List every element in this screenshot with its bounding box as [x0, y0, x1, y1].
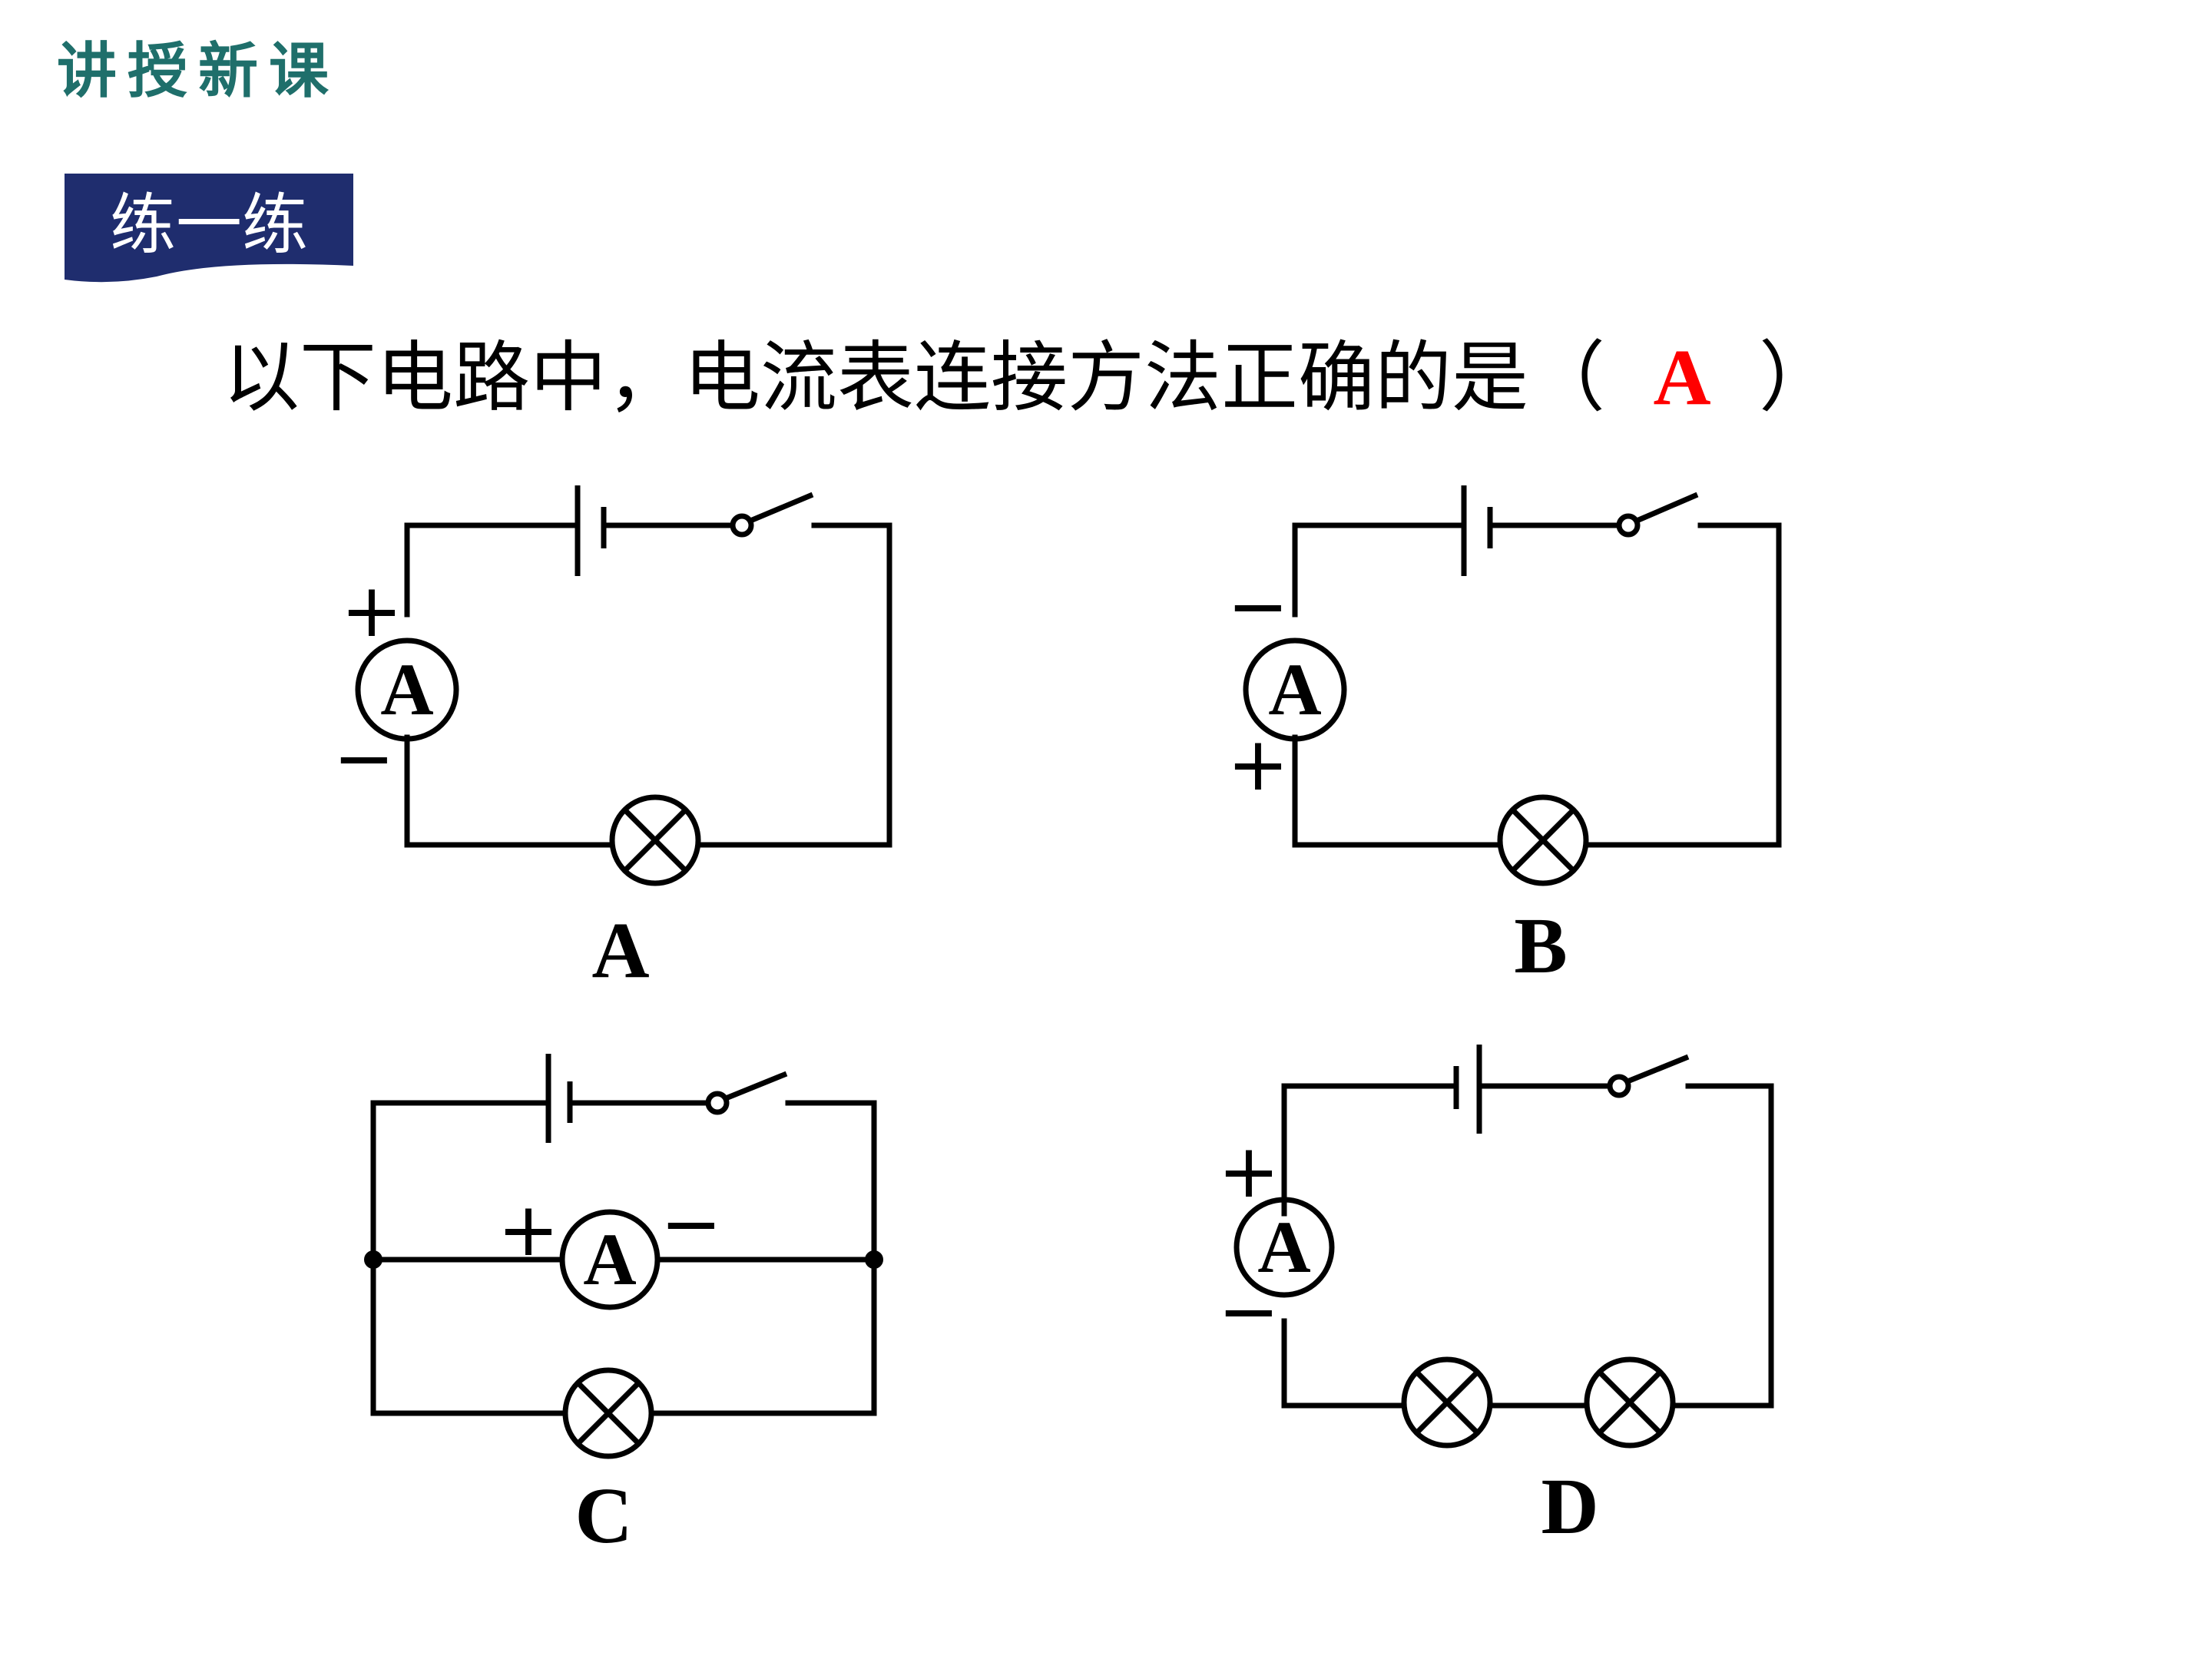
circuit-d-wire-top-left: [1281, 1083, 1459, 1217]
circuit-c-wire-top-left: [370, 1100, 551, 1263]
circuit-c-lamp-icon: [562, 1367, 654, 1459]
circuit-a-wire-right: [696, 522, 892, 848]
circuit-b-wire-top-left: [1292, 522, 1467, 618]
circuit-c-minus-label: −: [661, 1181, 722, 1267]
circuit-a-battery-icon: [575, 485, 607, 576]
circuit-a-label: A: [591, 906, 649, 995]
circuit-a-wire-left-bottom: [404, 734, 614, 848]
circuit-d-label: D: [1541, 1462, 1598, 1551]
circuit-d: A + − D: [1218, 1045, 1774, 1551]
circuit-b-ammeter-icon: A: [1243, 637, 1347, 742]
circuit-d-wire-left-bottom: [1281, 1318, 1407, 1409]
circuit-b-ammeter-letter: A: [1268, 648, 1321, 730]
question-text: 以下电路中，电流表连接方法正确的是（: [223, 333, 1605, 422]
circuit-c: A + − C: [364, 1054, 883, 1560]
circuit-b-lamp-icon: [1497, 794, 1589, 886]
circuit-d-plus-label: +: [1218, 1128, 1280, 1214]
circuit-b-wire-left-bottom: [1292, 734, 1502, 848]
circuit-d-wire-right: [1671, 1083, 1774, 1409]
circuit-c-switch-icon: [705, 1071, 788, 1115]
circuit-a: A + − A: [333, 485, 892, 995]
circuit-c-wire-bottom-right: [648, 1257, 877, 1416]
circuit-b-battery-icon: [1461, 485, 1493, 576]
circuit-a-wire-top-left: [404, 522, 579, 618]
section-title: 讲授新课: [57, 36, 340, 106]
circuit-a-lamp-icon: [609, 794, 701, 886]
circuit-a-ammeter-icon: A: [355, 637, 459, 742]
circuit-d-ammeter-letter: A: [1257, 1206, 1310, 1288]
circuit-c-plus-label: +: [498, 1187, 559, 1273]
circuit-c-wire-bottom-left: [370, 1257, 568, 1416]
circuit-d-minus-label: −: [1218, 1268, 1280, 1354]
circuit-c-ammeter-letter: A: [583, 1218, 636, 1300]
circuit-d-lamp-left-icon: [1401, 1356, 1493, 1449]
question: 以下电路中，电流表连接方法正确的是（ A ）: [223, 315, 1836, 426]
circuit-a-ammeter-letter: A: [380, 648, 433, 730]
circuit-b-wire-right: [1584, 522, 1782, 848]
circuit-d-switch-icon: [1607, 1054, 1690, 1098]
circuit-c-ammeter-icon: A: [559, 1209, 661, 1310]
practice-label: 练一练: [110, 187, 308, 263]
circuit-c-wire-top-right: [785, 1100, 877, 1263]
circuit-c-junction-left: [364, 1250, 382, 1269]
circuit-d-battery-icon: [1453, 1045, 1482, 1134]
practice-banner: 练一练: [65, 174, 353, 287]
circuit-c-battery-icon: [545, 1054, 573, 1143]
circuit-d-ammeter-icon: A: [1233, 1197, 1335, 1298]
circuit-a-minus-label: −: [333, 715, 395, 801]
circuit-d-lamp-right-icon: [1584, 1356, 1676, 1449]
question-close-paren: ）: [1759, 333, 1836, 422]
circuit-b-minus-label: −: [1227, 563, 1289, 649]
circuit-b-label: B: [1514, 902, 1567, 990]
circuit-c-junction-right: [865, 1250, 883, 1269]
circuit-c-label: C: [575, 1472, 632, 1560]
circuit-a-plus-label: +: [341, 568, 402, 654]
circuit-b-switch-icon: [1616, 492, 1699, 538]
circuit-a-switch-icon: [730, 492, 814, 538]
circuit-b-plus-label: +: [1227, 721, 1289, 807]
answer: A: [1653, 333, 1711, 422]
practice-banner-shape: [65, 174, 353, 283]
circuit-b: A − + B: [1227, 485, 1782, 990]
